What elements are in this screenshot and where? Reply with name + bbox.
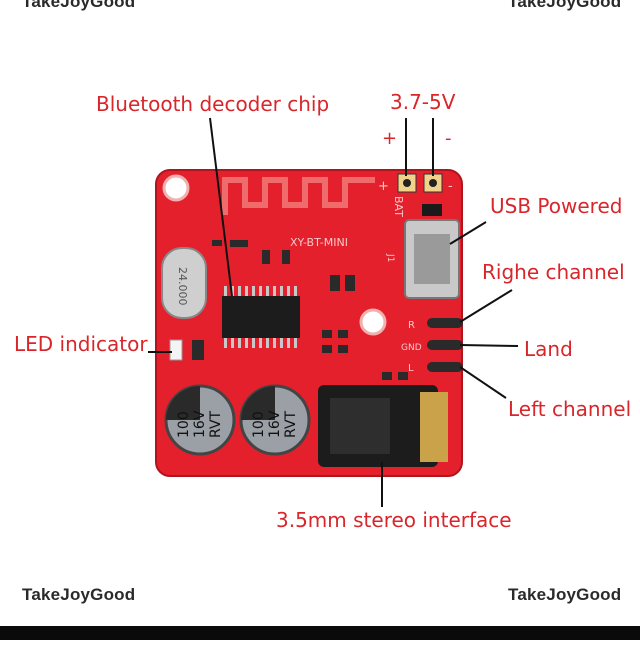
svg-text:RVT: RVT	[208, 410, 224, 438]
svg-text:16V: 16V	[267, 410, 283, 438]
bottom-bar	[0, 626, 640, 640]
crystal-oscillator	[161, 247, 207, 319]
model-silkscreen: XY-BT-MINI	[290, 236, 348, 249]
chip-label: Bluetooth decoder chip	[96, 92, 330, 116]
mounting-hole	[162, 174, 190, 202]
watermark-bottom-left: TakeJoyGood	[22, 585, 136, 604]
plus-silkscreen: +	[378, 179, 389, 194]
j1-silkscreen: J1	[385, 253, 395, 262]
voltage-label: 3.7-5V	[390, 90, 456, 114]
antenna-trace	[222, 177, 375, 215]
watermark-top-right: TakeJoyGood	[508, 0, 622, 11]
bluetooth-chip	[222, 296, 300, 338]
svg-text:RVT: RVT	[283, 410, 299, 438]
minus-label: -	[445, 128, 452, 149]
capacitor-right: 100 16V RVT	[239, 384, 311, 456]
pin-gnd-silkscreen: GND	[401, 343, 422, 353]
pin-l-silkscreen: L	[408, 363, 414, 374]
audio-out-pads	[427, 318, 463, 372]
pin-r-silkscreen: R	[408, 320, 415, 331]
watermark-bottom-right: TakeJoyGood	[508, 585, 622, 604]
plus-label: +	[382, 128, 398, 149]
bat-silkscreen: BAT	[392, 196, 405, 217]
watermark-top-left: TakeJoyGood	[22, 0, 136, 11]
crystal-label: 24.000	[176, 267, 189, 306]
svg-text:100: 100	[176, 411, 192, 438]
mounting-hole	[359, 308, 387, 336]
led-label: LED indicator	[14, 332, 148, 356]
usb-label: USB Powered	[490, 194, 623, 218]
annotation-lines	[148, 117, 519, 507]
minus-silkscreen: -	[448, 179, 453, 194]
right-channel-label: Righe channel	[482, 260, 625, 284]
land-label: Land	[524, 337, 573, 361]
left-channel-label: Left channel	[508, 397, 632, 421]
svg-text:16V: 16V	[192, 410, 208, 438]
capacitor-left: 100 16V RVT	[164, 384, 236, 456]
svg-text:100: 100	[251, 411, 267, 438]
led-indicator	[169, 339, 183, 361]
jack-label: 3.5mm stereo interface	[276, 508, 512, 532]
